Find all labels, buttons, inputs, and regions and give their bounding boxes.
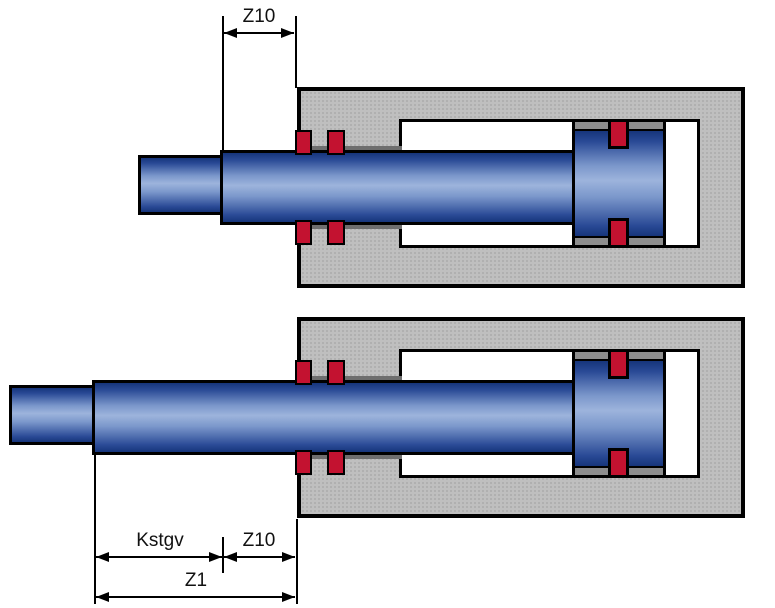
dim-arrow-left-icon	[96, 552, 109, 562]
extension-line	[296, 519, 298, 604]
gland-bushing-bottom	[311, 221, 402, 229]
dim-label-z10-bottom: Z10	[242, 530, 276, 551]
extension-line	[94, 455, 96, 604]
rod-seal-bottom-inner	[327, 450, 345, 475]
dim-label-kstgv: Kstgv	[136, 530, 184, 551]
extension-tick-mid	[222, 537, 224, 573]
rod-seal-top-inner	[327, 130, 345, 155]
piston-seal-top	[608, 349, 629, 379]
dim-label-z1: Z1	[184, 570, 208, 591]
dim-arrow-right-icon	[282, 552, 295, 562]
piston-seal-top	[608, 119, 629, 149]
rod-seal-bottom-outer	[295, 450, 312, 475]
rod-seal-top-outer	[295, 130, 312, 155]
extension-line	[295, 16, 297, 88]
dim-label-z10-top: Z10	[242, 6, 276, 27]
dim-arrow-right-icon	[281, 28, 294, 38]
piston-seal-bottom	[608, 218, 629, 248]
gland-bushing-bottom	[311, 451, 402, 459]
rod-seal-top-outer	[295, 360, 312, 385]
dim-arrow-left-icon	[96, 592, 109, 602]
dim-arrow-left-icon	[224, 552, 237, 562]
dimension-line-z1	[96, 596, 295, 598]
piston-seal-bottom	[608, 448, 629, 478]
dim-arrow-left-icon	[224, 28, 237, 38]
dim-arrow-right-icon	[209, 552, 222, 562]
piston-rod	[220, 150, 575, 225]
dim-arrow-right-icon	[282, 592, 295, 602]
rod-seal-bottom-inner	[327, 220, 345, 245]
rod-end-stub	[9, 385, 97, 445]
extension-line	[222, 16, 224, 150]
rod-end-stub	[138, 155, 226, 215]
rod-seal-bottom-outer	[295, 220, 312, 245]
rod-seal-top-inner	[327, 360, 345, 385]
dimension-line	[224, 32, 294, 34]
dimension-line-kstgv	[96, 556, 222, 558]
dimension-line-z10	[224, 556, 295, 558]
piston-rod	[92, 380, 575, 455]
